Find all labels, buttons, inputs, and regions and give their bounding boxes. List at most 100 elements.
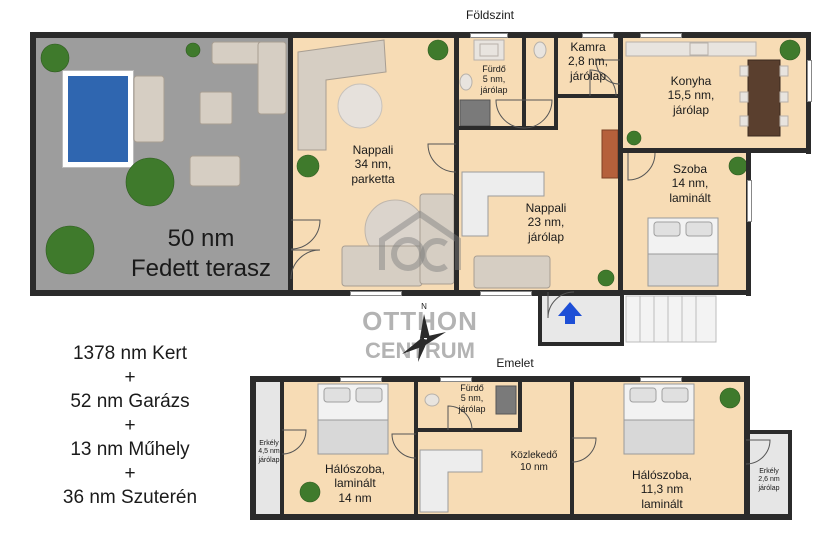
- upper-wall-top: [250, 376, 750, 382]
- ground-bath-label: Fürdő 5 nm, járólap: [472, 64, 516, 95]
- bedroom-right-label: Hálószoba, 11,3 nm laminált: [612, 468, 712, 511]
- pantry-area: [556, 38, 620, 94]
- upper-wall-bath-right: [518, 376, 522, 432]
- ground-wall-room-bottom: [620, 290, 751, 295]
- terrace-area-text: 50 nm: [167, 225, 235, 252]
- kitchen-label: Konyha 15,5 nm, járólap: [648, 74, 734, 117]
- balcony-right-wall-top: [748, 430, 792, 434]
- hall-size: 10 nm: [520, 462, 548, 473]
- bedroom-left-label: Hálószoba, laminált 14 nm: [310, 462, 400, 505]
- bedroom-left-name: Hálószoba,: [324, 462, 386, 476]
- summary-workshop: 13 nm Műhely: [70, 439, 190, 460]
- living-room-2-name: Nappali: [525, 201, 567, 215]
- pantry-size: 2,8 nm,: [567, 54, 609, 69]
- summary-garage: 52 nm Garázs: [70, 391, 190, 412]
- terrace-name-text: Fedett terasz: [130, 255, 272, 282]
- ground-wall-room-right: [746, 148, 751, 296]
- ground-wall-left: [30, 32, 36, 296]
- window: [440, 377, 472, 382]
- window: [747, 180, 752, 222]
- window: [640, 377, 682, 382]
- living-room-2-size: 23 nm,: [527, 215, 565, 230]
- hall-area-top-right: [520, 382, 572, 430]
- balcony-right-label: Erkély 2,6 nm járólap: [752, 468, 786, 493]
- pantry-label: Kamra 2,8 nm, járólap: [556, 40, 620, 83]
- kitchen-size: 15,5 nm,: [667, 88, 715, 103]
- room-name: Szoba: [672, 162, 708, 176]
- ground-wall-pantry-right: [618, 32, 623, 296]
- hall-label: Közlekedő 10 nm: [496, 450, 572, 474]
- balcony-left-size: 4,5 nm: [258, 448, 280, 456]
- window: [640, 33, 682, 38]
- ground-wall-top: [30, 32, 810, 38]
- balcony-left-name: Erkély: [259, 440, 279, 447]
- ground-bath-size: 5 nm,: [482, 74, 506, 85]
- living-room-2-label: Nappali 23 nm, járólap: [506, 201, 586, 244]
- upper-wall-right: [744, 376, 750, 520]
- balcony-right-wall-bottom: [748, 514, 792, 520]
- entrance-area: [540, 292, 622, 344]
- balcony-right-size: 2,6 nm: [758, 476, 780, 484]
- living-room-1-label: Nappali 34 nm, parketta: [330, 143, 416, 186]
- summary-plus-3: +: [124, 463, 136, 484]
- summary-garden: 1378 nm Kert: [72, 343, 188, 364]
- window: [470, 33, 508, 38]
- window: [582, 33, 614, 38]
- ground-wall-kitchen-bottom: [620, 148, 810, 153]
- kitchen-floor: járólap: [672, 102, 710, 117]
- upper-wall-bedroom-left-right: [414, 376, 418, 520]
- bedroom-right-floor: laminált: [641, 496, 683, 511]
- bedroom-left-size: 14 nm: [338, 490, 372, 505]
- upper-bath-name: Fürdő: [460, 383, 484, 393]
- room-label: Szoba 14 nm, laminált: [650, 162, 730, 205]
- pantry-floor: járólap: [569, 68, 607, 83]
- summary-block: 1378 nm Kert + 52 nm Garázs + 13 nm Műhe…: [30, 342, 230, 510]
- ground-wall-bath-bottom: [454, 126, 558, 130]
- balcony-left-label: Erkély 4,5 nm járólap: [256, 440, 282, 465]
- upper-wall-bottom: [250, 514, 750, 520]
- room-floor: laminált: [669, 190, 711, 205]
- ground-bath-name: Fürdő: [482, 64, 506, 74]
- ground-wall-terrace-divider: [288, 32, 293, 296]
- entrance-wall-bottom: [538, 342, 624, 346]
- ground-wall-corridor-right: [554, 32, 558, 128]
- upper-wall-bath-bottom: [416, 428, 520, 432]
- window: [807, 60, 812, 102]
- balcony-right-name: Erkély: [759, 468, 779, 475]
- watermark-logo: [360, 200, 480, 290]
- balcony-left-area: [256, 382, 282, 514]
- window: [340, 377, 382, 382]
- terrace-label: 50 nm Fedett terasz: [96, 224, 306, 284]
- kitchen-name: Konyha: [670, 74, 712, 88]
- bedroom-right-size: 11,3 nm: [640, 482, 684, 497]
- upper-bath-label: Fürdő 5 nm, járólap: [444, 383, 500, 414]
- living-room-1-floor: parketta: [351, 171, 395, 186]
- summary-plus-1: +: [124, 367, 136, 388]
- balcony-right-wall-right: [788, 430, 792, 520]
- window: [350, 291, 402, 296]
- hall-name: Közlekedő: [510, 450, 558, 461]
- living-room-2-floor: járólap: [527, 229, 565, 244]
- ground-wall-pantry-bottom: [556, 94, 622, 98]
- bedroom-left-floor: laminált: [334, 476, 376, 491]
- upper-wall-left: [250, 376, 256, 520]
- ground-wall-living-right: [454, 32, 459, 296]
- pantry-name: Kamra: [570, 40, 606, 54]
- upper-bath-floor: járólap: [458, 403, 486, 414]
- balcony-left-floor: járólap: [258, 456, 280, 464]
- ground-wall-bottom: [30, 290, 624, 296]
- living-room-1-size: 34 nm,: [354, 157, 392, 172]
- watermark-line1: OTTHON: [362, 306, 478, 336]
- ground-floor-title: Földszint: [465, 8, 515, 22]
- room-size: 14 nm,: [671, 176, 709, 191]
